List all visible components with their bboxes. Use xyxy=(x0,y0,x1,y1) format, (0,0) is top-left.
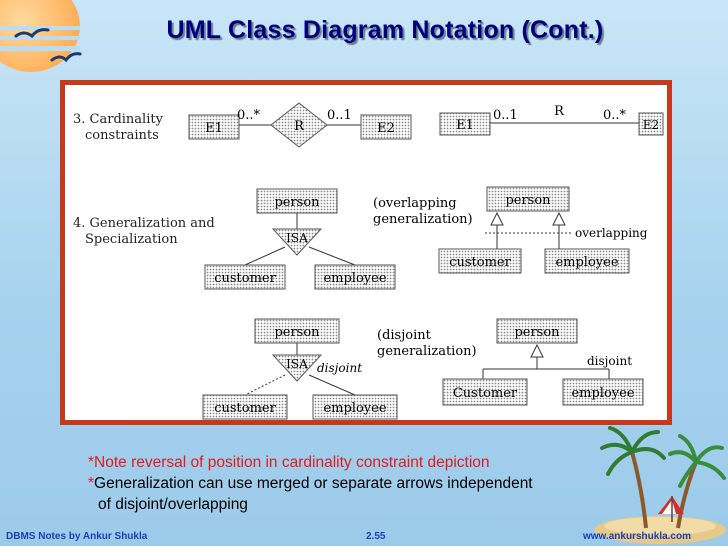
note-2: *Generalization can use merged or separa… xyxy=(88,473,648,494)
er-card-right: 0..1 xyxy=(327,108,352,123)
uml-disjoint-person xyxy=(496,318,578,344)
uml-overlap-arrow-left xyxy=(490,211,504,226)
er-overlap-isa-left xyxy=(244,246,286,266)
footer-website: www.ankurshukla.com xyxy=(583,531,691,542)
uml-overlap-customer-label: customer xyxy=(449,255,511,270)
footer-author: DBMS Notes by Ankur Shukla xyxy=(6,531,148,542)
uml-class-e1-label: E1 xyxy=(456,118,474,133)
er-overlap-customer-label: customer xyxy=(214,271,276,286)
er-disjoint-customer xyxy=(202,394,288,420)
note-3: of disjoint/overlapping xyxy=(88,494,648,515)
er-disjoint-person xyxy=(254,318,340,344)
overlap-caption-line2: generalization) xyxy=(373,212,473,227)
er-disjoint-isa-left xyxy=(244,374,286,396)
uml-overlap-label: overlapping xyxy=(575,226,648,240)
slide-title: UML Class Diagram Notation (Cont.) xyxy=(166,16,604,44)
er-overlap-isa-triangle xyxy=(271,228,323,256)
section4-label-line1: 4. Generalization and xyxy=(73,216,215,231)
uml-disjoint-label: disjoint xyxy=(587,354,632,368)
uml-class-e2 xyxy=(638,112,664,136)
er-relationship-r xyxy=(270,102,328,148)
note-1-star: * xyxy=(88,454,95,471)
uml-overlap-arrow-right xyxy=(552,211,566,226)
note-1: *Note reversal of position in cardinalit… xyxy=(88,452,648,473)
uml-disjoint-customer xyxy=(442,378,528,406)
note-2-star: * xyxy=(88,475,95,492)
note-1-text: Note reversal of position in cardinality… xyxy=(94,454,490,471)
palm-island-icon xyxy=(594,426,726,544)
er-overlap-person-label: person xyxy=(274,195,320,210)
er-relationship-r-label: R xyxy=(294,119,305,134)
uml-overlap-employee-label: employee xyxy=(555,255,618,270)
slide-notes: *Note reversal of position in cardinalit… xyxy=(88,452,648,515)
er-overlap-customer xyxy=(204,264,286,290)
er-entity-e1-label: E1 xyxy=(205,121,223,136)
overlap-caption-line1: (overlapping xyxy=(373,196,457,211)
uml-disjoint-employee-label: employee xyxy=(571,386,634,401)
er-disjoint-customer-label: customer xyxy=(214,401,276,416)
uml-disjoint-arrow xyxy=(530,343,544,358)
uml-disjoint-employee xyxy=(562,378,644,406)
uml-class-e2-label: E2 xyxy=(643,118,659,132)
seagull-icon xyxy=(14,28,82,63)
er-disjoint-isa-label: ISA xyxy=(286,357,308,371)
notation-diagram: 3. Cardinality constraints 4. Generaliza… xyxy=(73,102,664,420)
uml-disjoint-person-label: person xyxy=(514,325,560,340)
uml-card-right: 0..* xyxy=(603,108,627,123)
er-disjoint-person-label: person xyxy=(274,325,320,340)
er-disjoint-employee-label: employee xyxy=(323,401,386,416)
section4-label-line2: Specialization xyxy=(85,232,178,247)
er-disjoint-employee xyxy=(312,394,398,420)
er-overlap-person xyxy=(256,188,338,214)
er-overlap-employee xyxy=(314,264,396,290)
uml-association-name: R xyxy=(554,104,565,119)
er-overlap-isa-right xyxy=(308,246,356,266)
footer-page-number: 2.55 xyxy=(366,531,386,542)
uml-overlap-customer xyxy=(438,248,522,274)
er-card-left: 0..* xyxy=(237,108,261,123)
uml-card-left: 0..1 xyxy=(493,108,518,123)
sun-stripes xyxy=(0,26,80,51)
uml-overlap-person-label: person xyxy=(505,193,551,208)
uml-disjoint-customer-label: Customer xyxy=(453,386,518,401)
section3-label-line1: 3. Cardinality xyxy=(73,112,164,127)
note-2-text: Generalization can use merged or separat… xyxy=(94,475,533,492)
disjoint-caption-line1: (disjoint xyxy=(377,328,432,343)
er-entity-e2-label: E2 xyxy=(377,121,395,136)
er-entity-e1 xyxy=(188,114,240,140)
section3-label-line2: constraints xyxy=(85,128,159,143)
uml-overlap-person xyxy=(486,186,570,212)
uml-class-e1 xyxy=(439,112,491,136)
er-overlap-employee-label: employee xyxy=(323,271,386,286)
diagram-frame: 3. Cardinality constraints 4. Generaliza… xyxy=(60,80,672,425)
er-overlap-isa-label: ISA xyxy=(286,231,308,245)
uml-overlap-employee xyxy=(544,248,630,274)
er-disjoint-tag: disjoint xyxy=(317,361,362,375)
er-disjoint-isa-right xyxy=(308,374,356,396)
er-disjoint-isa-triangle xyxy=(271,354,323,382)
er-entity-e2 xyxy=(360,114,412,140)
disjoint-caption-line2: generalization) xyxy=(377,344,477,359)
note-3-text: of disjoint/overlapping xyxy=(98,496,248,513)
